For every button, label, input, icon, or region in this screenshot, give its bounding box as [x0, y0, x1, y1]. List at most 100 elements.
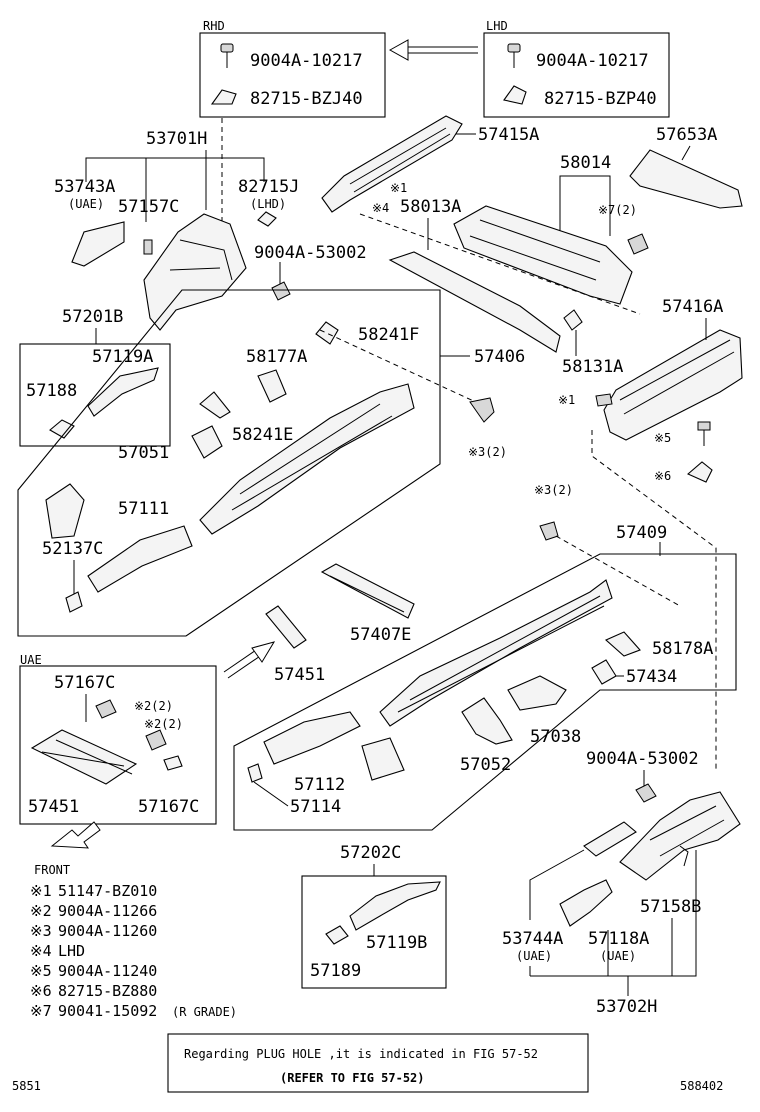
part-57167c-b[interactable]: 57167C — [138, 797, 199, 817]
part-57038[interactable]: 57038 — [530, 727, 581, 747]
part-57409[interactable]: 57409 — [616, 523, 667, 543]
crossmember-57415a[interactable] — [321, 115, 463, 213]
bolt-icon — [220, 43, 234, 68]
part-82715-bzp40[interactable]: 82715-BZP40 — [544, 89, 657, 109]
part-57201b[interactable]: 57201B — [62, 307, 123, 327]
part-57111[interactable]: 57111 — [118, 499, 169, 519]
part-57051[interactable]: 57051 — [118, 443, 169, 463]
part-58177a[interactable]: 58177A — [246, 347, 307, 367]
crossmember-57407e[interactable] — [320, 563, 415, 619]
bracket-57118a[interactable] — [559, 879, 613, 927]
plate-58177a[interactable] — [257, 369, 287, 403]
bracket-82715j[interactable] — [257, 211, 277, 227]
part-58013a[interactable]: 58013A — [400, 197, 461, 217]
part-57052[interactable]: 57052 — [460, 755, 511, 775]
side-member-53702h[interactable] — [619, 791, 741, 881]
part-57653a[interactable]: 57653A — [656, 125, 717, 145]
part-57202c[interactable]: 57202C — [340, 843, 401, 863]
part-57451-uae[interactable]: 57451 — [28, 797, 79, 817]
part-53701h[interactable]: 53701H — [146, 129, 207, 149]
arrow-left-icon — [388, 39, 478, 61]
part-82715-bzj40[interactable]: 82715-BZJ40 — [250, 89, 363, 109]
part-57416a[interactable]: 57416A — [662, 297, 723, 317]
bracket-57038[interactable] — [507, 675, 567, 711]
part-57158b[interactable]: 57158B — [640, 897, 701, 917]
part-57188[interactable]: 57188 — [26, 381, 77, 401]
part-52137c[interactable]: 52137C — [42, 539, 103, 559]
bracket-52137c[interactable] — [65, 591, 83, 613]
reinforcement-57119a[interactable] — [87, 367, 159, 417]
bolt-3b[interactable] — [539, 521, 559, 541]
bolt-2b[interactable] — [145, 729, 167, 751]
extension-57653a[interactable] — [629, 149, 743, 209]
part-57119a[interactable]: 57119A — [92, 347, 153, 367]
part-58131a[interactable]: 58131A — [562, 357, 623, 377]
bracket-57052[interactable] — [461, 697, 513, 745]
part-57415a[interactable]: 57415A — [478, 125, 539, 145]
part-57112[interactable]: 57112 — [294, 775, 345, 795]
rail-57111[interactable] — [87, 525, 193, 593]
bolt-2a[interactable] — [95, 699, 117, 719]
part-53743a[interactable]: 53743A — [54, 177, 115, 197]
floor-member-58013a[interactable] — [388, 251, 561, 353]
part-9004a-10217-rhd[interactable]: 9004A-10217 — [250, 51, 363, 71]
bracket-57434[interactable] — [591, 659, 617, 685]
part-57434[interactable]: 57434 — [626, 667, 677, 687]
lhd-note-82715j: (LHD) — [250, 197, 286, 211]
plate-57188[interactable] — [49, 419, 75, 439]
plate-57189[interactable] — [325, 925, 349, 945]
rail-57112[interactable] — [263, 711, 361, 765]
reinforcement-53743a[interactable] — [71, 221, 125, 267]
part-9004a-10217-lhd[interactable]: 9004A-10217 — [536, 51, 649, 71]
crossmember-57416a[interactable] — [603, 329, 743, 441]
screw-7[interactable] — [627, 233, 649, 255]
bracket-6[interactable] — [686, 461, 713, 483]
legend-note: (R GRADE) — [172, 1005, 237, 1019]
crossmember-57451-uae[interactable] — [30, 729, 138, 785]
bracket-57051[interactable] — [191, 425, 223, 459]
bracket-mid[interactable] — [361, 737, 405, 781]
part-82715j[interactable]: 82715J — [238, 177, 299, 197]
frame-rail-57406[interactable] — [199, 383, 415, 535]
part-58178a[interactable]: 58178A — [652, 639, 713, 659]
bracket-58241f[interactable] — [315, 321, 339, 345]
bracket-left[interactable] — [45, 483, 85, 539]
part-57167c-a[interactable]: 57167C — [54, 673, 115, 693]
clip-1b[interactable] — [595, 393, 613, 407]
box-57406 — [17, 289, 441, 637]
part-57451-mid[interactable]: 57451 — [274, 665, 325, 685]
clip-57158b[interactable] — [679, 845, 689, 867]
part-57189[interactable]: 57189 — [310, 961, 361, 981]
rear-floor-58014[interactable] — [453, 205, 633, 305]
part-57157c[interactable]: 57157C — [118, 197, 179, 217]
part-58014[interactable]: 58014 — [560, 153, 611, 173]
legend-mark: ※4 — [30, 942, 52, 960]
bolt-3a[interactable] — [469, 397, 495, 423]
part-58241f[interactable]: 58241F — [358, 325, 419, 345]
clip-57157c[interactable] — [143, 239, 153, 255]
plate-58178a[interactable] — [604, 631, 641, 657]
bolt-5[interactable] — [697, 421, 711, 446]
bracket-58241e[interactable] — [199, 391, 231, 419]
bolt-9004a-53002-bot[interactable] — [635, 783, 657, 803]
part-58241e[interactable]: 58241E — [232, 425, 293, 445]
member-57451-mid[interactable] — [265, 605, 307, 649]
part-9004a-53002-top[interactable]: 9004A-53002 — [254, 243, 367, 263]
bracket-58131a[interactable] — [563, 309, 583, 331]
bolt-9004a-53002-top[interactable] — [271, 281, 291, 301]
reinforcement-53744a[interactable] — [583, 821, 637, 857]
part-9004a-53002-bot[interactable]: 9004A-53002 — [586, 749, 699, 769]
part-57406[interactable]: 57406 — [474, 347, 525, 367]
bracket-57167c-b[interactable] — [163, 755, 183, 771]
part-57114[interactable]: 57114 — [290, 797, 341, 817]
part-57119b[interactable]: 57119B — [366, 933, 427, 953]
part-57407e[interactable]: 57407E — [350, 625, 411, 645]
part-53702h[interactable]: 53702H — [596, 997, 657, 1017]
figure-code-left: 5851 — [12, 1079, 41, 1093]
side-member-53701h[interactable] — [143, 213, 247, 331]
part-53744a[interactable]: 53744A — [502, 929, 563, 949]
bracket-57114[interactable] — [247, 763, 263, 783]
reinforcement-57119b[interactable] — [349, 881, 441, 931]
part-57118a[interactable]: 57118A — [588, 929, 649, 949]
marker-2b: ※2(2) — [144, 717, 183, 731]
